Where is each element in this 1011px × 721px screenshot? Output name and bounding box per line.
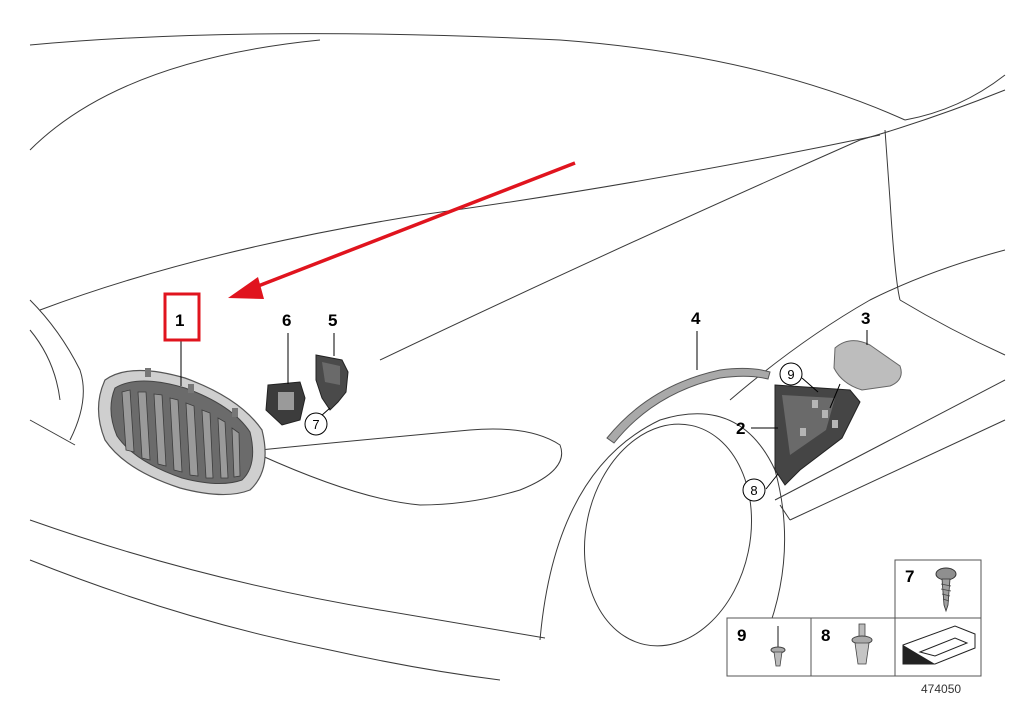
circled-callout-8[interactable]: 8	[742, 478, 766, 502]
part-2-bracket	[751, 377, 861, 490]
clip-icon	[851, 623, 873, 665]
legend-item-9-label: 9	[737, 626, 746, 645]
highlight-arrow	[228, 161, 576, 299]
part-6-bracket	[265, 333, 306, 426]
legend-table: 7 9 8	[726, 559, 982, 677]
callout-1-highlight-box	[163, 292, 201, 342]
callout-6[interactable]: 6	[282, 311, 291, 330]
screw-icon	[935, 567, 957, 613]
direction-symbol-icon	[902, 625, 976, 665]
legend-item-8[interactable]: 8	[821, 623, 873, 665]
legend-item-9[interactable]: 9	[737, 626, 786, 667]
part-1-kidney-grille	[97, 340, 266, 496]
legend-item-7[interactable]: 7	[905, 567, 957, 613]
circled-callout-9[interactable]: 9	[779, 362, 803, 386]
part-3-cover	[833, 330, 902, 391]
callout-1[interactable]: 1	[175, 311, 184, 330]
callout-5[interactable]: 5	[328, 311, 337, 330]
callout-2[interactable]: 2	[736, 419, 745, 438]
circled-callout-8-label: 8	[750, 483, 757, 498]
document-number: 474050	[921, 682, 961, 696]
part-5-mount	[315, 333, 349, 417]
rivet-icon	[770, 626, 786, 667]
circled-callout-9-label: 9	[787, 367, 794, 382]
legend-item-8-label: 8	[821, 626, 830, 645]
callout-3[interactable]: 3	[861, 309, 870, 328]
circled-callout-7[interactable]: 7	[304, 412, 328, 436]
callout-4[interactable]: 4	[691, 309, 701, 328]
circled-callout-7-label: 7	[312, 417, 319, 432]
part-4-trim-strip	[606, 331, 771, 444]
car-outline	[29, 33, 1006, 681]
legend-item-7-label: 7	[905, 567, 914, 586]
